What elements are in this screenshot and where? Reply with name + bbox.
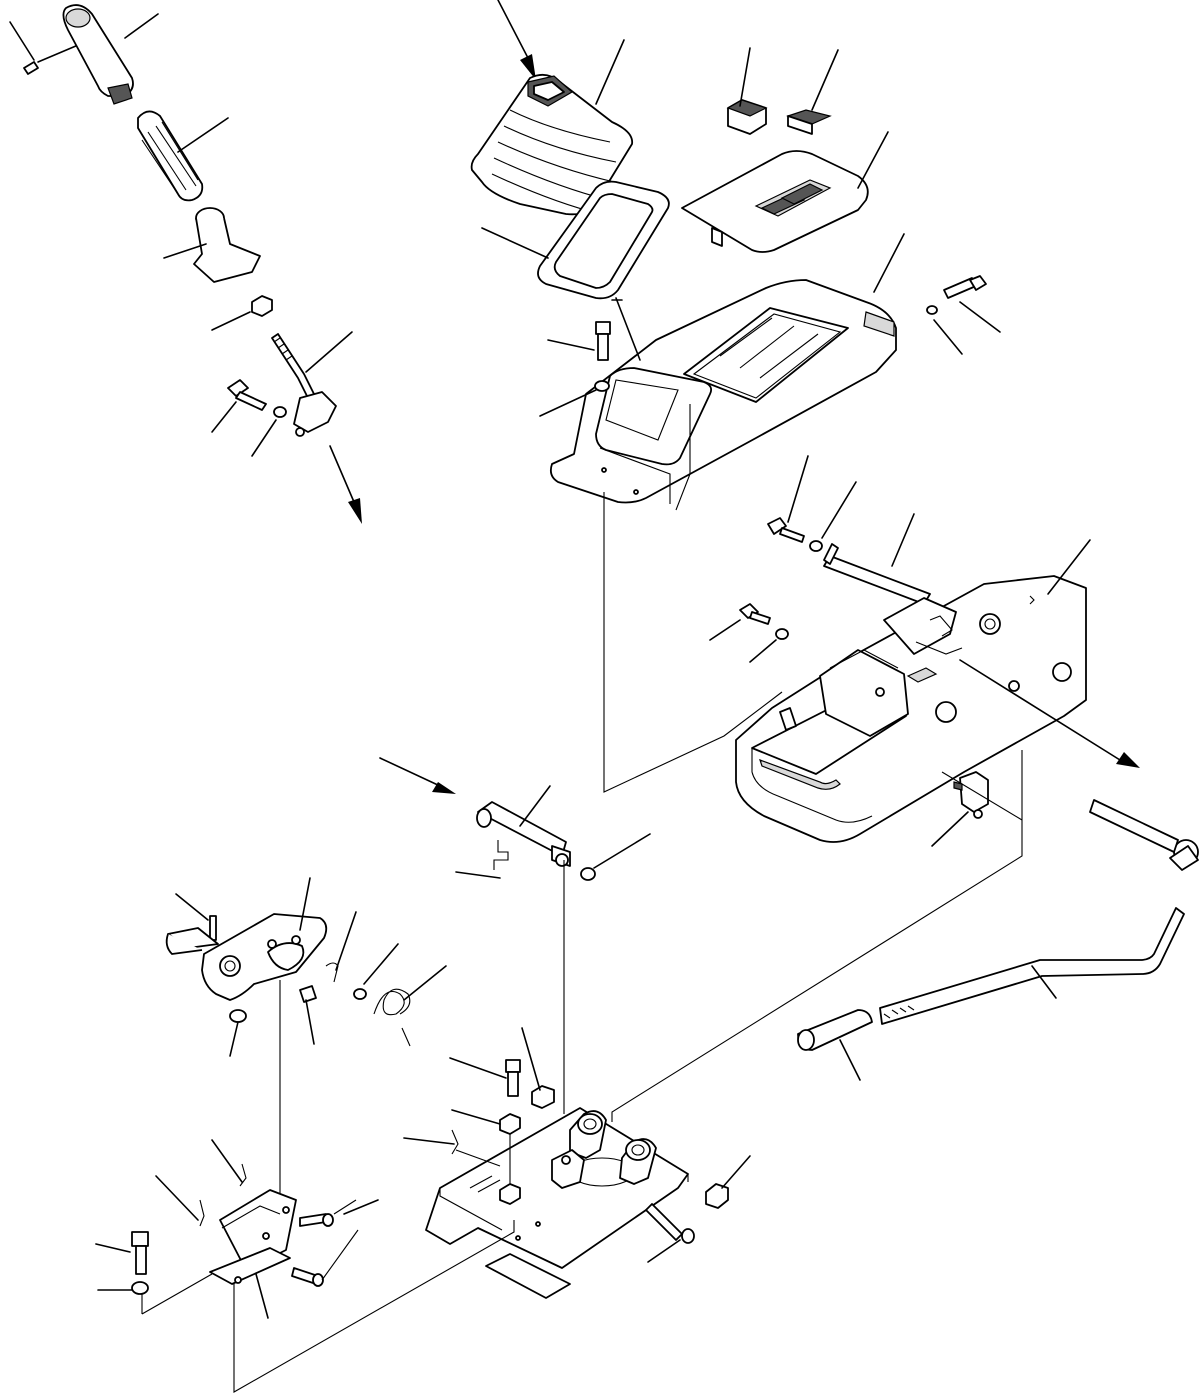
plate-nut-2 bbox=[451, 1109, 521, 1205]
lower-console-assembly bbox=[709, 455, 1140, 847]
damper-rod bbox=[476, 785, 571, 867]
boot-frame bbox=[481, 180, 670, 300]
rocker-switch bbox=[726, 47, 768, 135]
switch-cap bbox=[786, 49, 839, 135]
link-bracket bbox=[165, 877, 328, 1001]
plate-bolt bbox=[449, 1057, 521, 1097]
bracket-clip bbox=[325, 911, 357, 983]
top-arrow bbox=[497, 0, 536, 80]
bracket-bolt-left bbox=[95, 1231, 149, 1275]
small-bracket bbox=[209, 1189, 297, 1319]
console-box bbox=[735, 539, 1091, 843]
console-bolt-left bbox=[539, 297, 641, 417]
shift-knob bbox=[62, 4, 159, 105]
guide-line bbox=[941, 771, 1023, 821]
bracket-bolts bbox=[291, 1199, 379, 1287]
console-bolt-lower bbox=[709, 603, 789, 663]
small-bracket-assembly bbox=[95, 1139, 379, 1319]
lever-bolt bbox=[211, 379, 287, 457]
console-upper-cover bbox=[549, 233, 905, 511]
lever-nut bbox=[211, 295, 273, 331]
lever-grip bbox=[797, 1009, 873, 1081]
damper-clip bbox=[455, 840, 509, 879]
shift-lever-assembly bbox=[797, 771, 1199, 1081]
return-spring bbox=[373, 965, 447, 1047]
bracket-bushing-2 bbox=[299, 985, 317, 1045]
lever-rod bbox=[271, 331, 353, 437]
console-direction-arrow bbox=[959, 659, 1140, 768]
console-bolt-right bbox=[926, 275, 1001, 355]
shift-knob-assembly bbox=[9, 4, 362, 524]
plate-nut-right bbox=[705, 1155, 751, 1209]
console-bolt-upper bbox=[767, 455, 857, 552]
assembly-direction-arrow bbox=[329, 445, 362, 524]
pivot-pin bbox=[823, 513, 931, 605]
base-plate bbox=[425, 1107, 689, 1299]
bracket-clip-a bbox=[211, 1139, 247, 1187]
plate-clip bbox=[403, 1129, 501, 1167]
plate-nut bbox=[521, 1027, 555, 1109]
damper-washer bbox=[580, 833, 651, 881]
bracket-washer-left bbox=[97, 1281, 149, 1295]
grip-sleeve bbox=[137, 110, 229, 202]
link-bracket-assembly bbox=[165, 877, 447, 1200]
assembly-leader-lines bbox=[141, 492, 1023, 1393]
base-plate-assembly bbox=[403, 1027, 751, 1299]
shift-lever bbox=[879, 799, 1199, 1025]
bracket-clip-b bbox=[155, 1175, 205, 1227]
damper-arrow bbox=[379, 757, 456, 794]
bracket-washer bbox=[353, 943, 399, 1000]
base-pivot-bosses bbox=[551, 1110, 657, 1189]
damper-assembly bbox=[379, 757, 651, 881]
limit-switch bbox=[931, 771, 989, 847]
upper-console-assembly bbox=[470, 0, 1001, 511]
lever-adapter bbox=[163, 207, 261, 283]
plate-bolt-right bbox=[645, 1203, 695, 1263]
switch-panel-cover bbox=[681, 131, 889, 253]
bracket-bushing-1 bbox=[229, 1009, 247, 1057]
